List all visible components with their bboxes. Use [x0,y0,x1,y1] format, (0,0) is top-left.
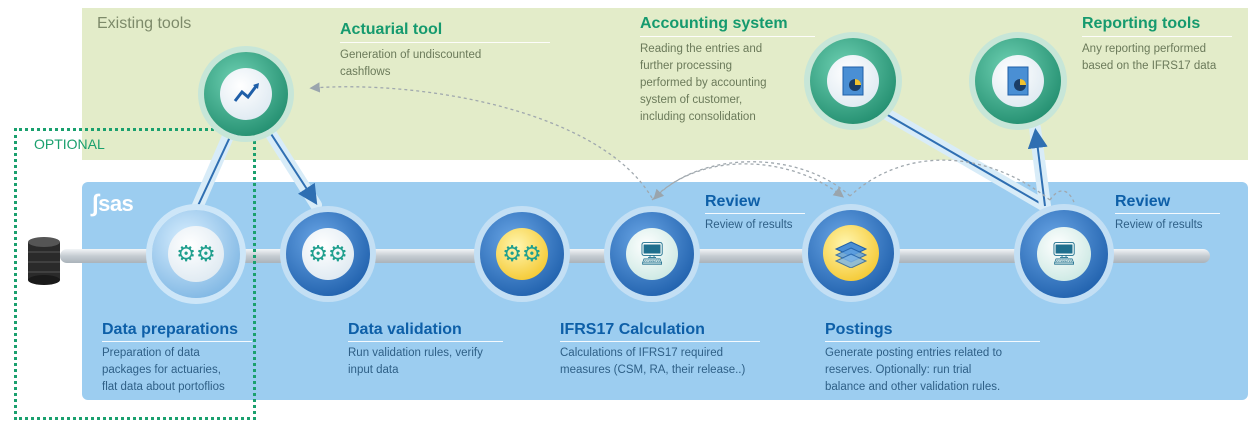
trend-chart-icon [220,68,272,120]
person-at-computer-icon: 🖥 [626,228,678,280]
review-2-title: Review [1115,193,1171,210]
actuarial-tool-title: Actuarial tool [340,21,443,38]
review-1-title: Review [705,193,761,210]
gears-icon: ⚙⚙ [302,228,354,280]
arrow-prep-to-actuarial [195,118,240,211]
ifrs17-calculation-underline [560,341,760,342]
ifrs17-calculation-node: ⚙⚙ [480,212,564,296]
database-icon [28,237,60,285]
optional-region [14,128,256,420]
review-2-desc: Review of results [1115,219,1203,231]
flow-postings-to-review [653,161,851,200]
review-2-underline [1115,213,1220,214]
feedback-review-to-actuarial [309,82,653,199]
arrow-review-to-reporting [1027,128,1048,207]
arrow-actuarial-to-validation [261,119,318,206]
actuarial-tool-node [204,52,288,136]
report-document-icon [992,55,1044,107]
data-preparations-desc: Preparation of data packages for actuari… [102,347,225,393]
accounting-system-node [810,38,896,124]
accounting-system-title: Accounting system [640,15,788,32]
review-1-node: 🖥 [610,212,694,296]
arrow-review-to-accounting [866,102,1046,207]
reporting-tools-title: Reporting tools [1082,15,1201,32]
person-at-computer-icon: 🖥 [1037,227,1091,281]
sas-logo: ∫sas [92,190,134,217]
data-preparations-title: Data preparations [102,321,239,338]
postings-desc: Generate posting entries related to rese… [825,347,1003,393]
flow-review2-loop [1049,190,1076,206]
accounting-system-desc: Reading the entries and further processi… [640,43,767,123]
data-validation-desc: Run validation rules, verify input data [348,347,483,376]
postings-underline [825,341,1040,342]
data-validation-node: ⚙⚙ [286,212,370,296]
actuarial-tool-underline [340,42,550,43]
reporting-tools-desc: Any reporting performed based on the IFR… [1082,43,1217,72]
report-document-icon [827,55,879,107]
gears-icon: ⚙⚙ [496,228,548,280]
data-validation-underline [348,341,503,342]
ifrs17-calculation-desc: Calculations of IFRS17 required measures… [560,347,746,376]
reporting-tools-node [975,38,1061,124]
reporting-tools-underline [1082,36,1232,37]
accounting-system-underline [640,36,815,37]
optional-label: OPTIONAL [34,136,105,152]
postings-node [808,210,894,296]
review-1-desc: Review of results [705,219,793,231]
data-validation-title: Data validation [348,321,462,338]
review-1-underline [705,213,805,214]
flow-review-to-postings [651,163,845,201]
gears-icon: ⚙⚙ [168,226,224,282]
postings-title: Postings [825,321,893,338]
ifrs17-calculation-title: IFRS17 Calculation [560,321,705,338]
stacked-layers-icon [823,225,879,281]
review-2-node: 🖥 [1020,210,1108,298]
actuarial-tool-desc: Generation of undiscounted cashflows [340,49,482,78]
existing-tools-label: Existing tools [97,15,192,32]
data-preparations-underline [102,341,252,342]
data-preparations-node: ⚙⚙ [152,210,240,298]
flow-review2-to-postings [849,159,1051,201]
